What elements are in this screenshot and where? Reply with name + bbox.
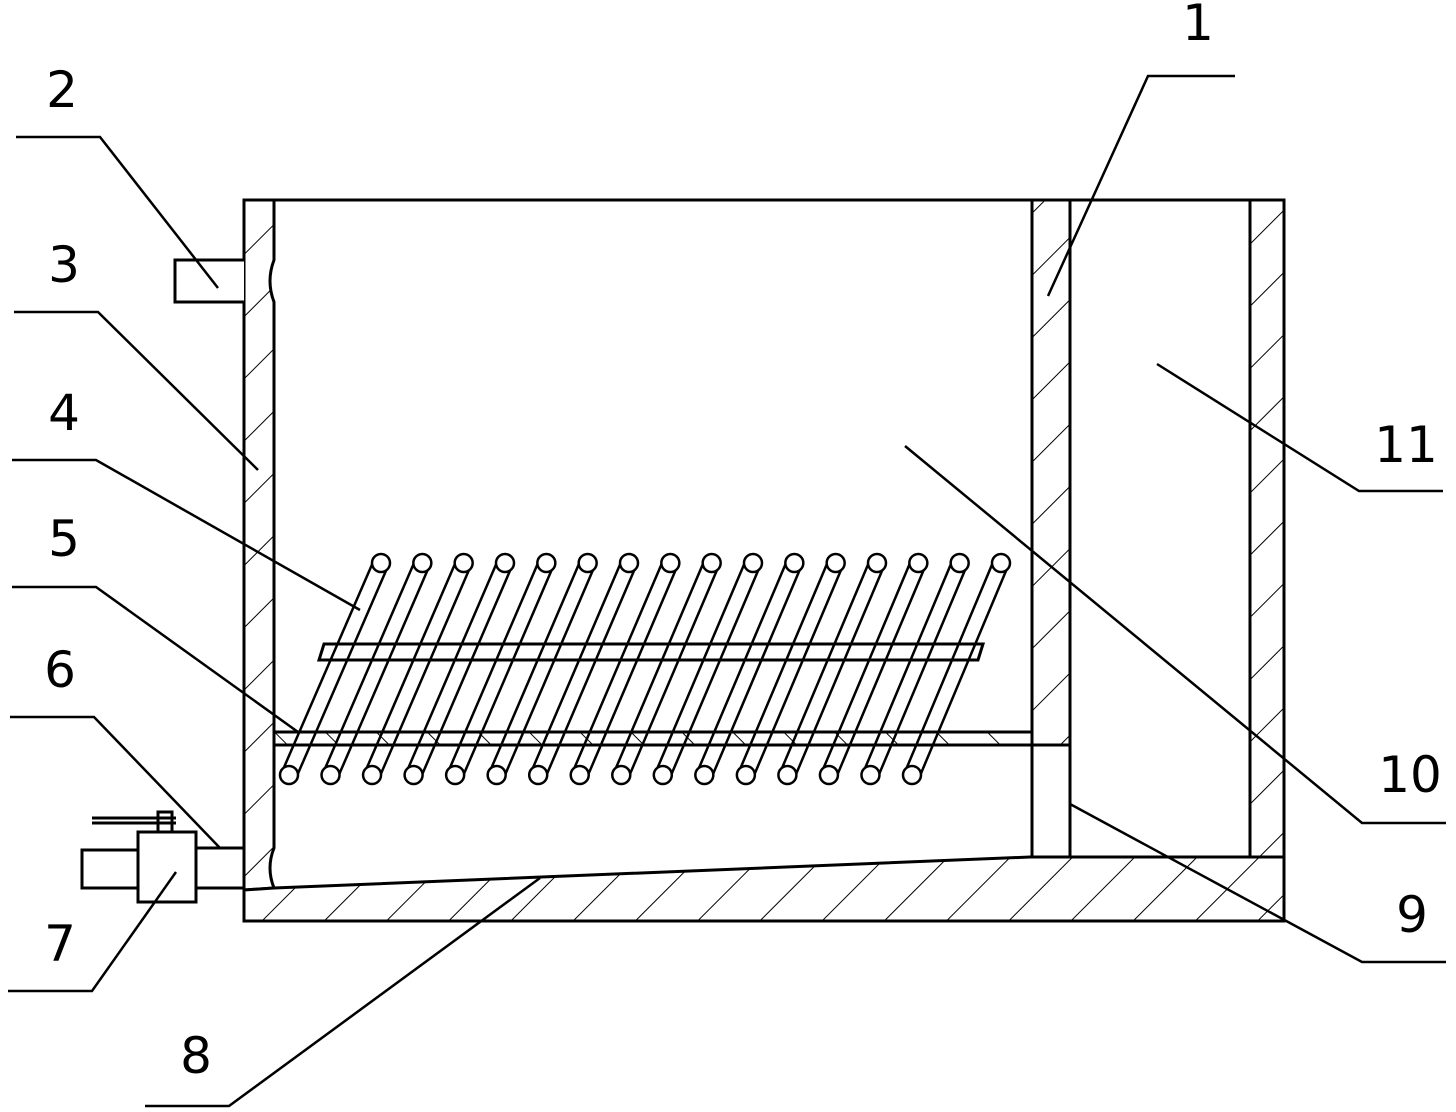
leader-4 [12,458,361,612]
label-11: 11 [1374,416,1438,474]
inlet-pipe [173,258,244,304]
inclined-tube [527,552,640,786]
leader-6 [10,715,221,849]
inclined-tube [278,552,392,786]
inclined-tube [735,552,846,786]
label-3: 3 [48,236,80,294]
sloped-floor [242,855,1286,923]
inclined-tube [320,552,433,786]
inclined-tube [901,552,1012,786]
inclined-tube [486,552,598,786]
partition-opening [1030,743,1072,859]
outlet-pipe [196,846,244,890]
partition-wall [1030,198,1072,747]
label-10: 10 [1378,746,1442,804]
label-4: 4 [48,384,80,442]
inclined-tube-bundle [278,552,1012,786]
left-wall [242,198,277,892]
label-7: 7 [44,915,76,973]
label-1: 1 [1182,0,1214,52]
leader-7 [8,871,178,993]
inclined-tube [652,552,764,786]
label-5: 5 [48,510,80,568]
leader-10 [904,445,1446,825]
inclined-tube [694,552,805,786]
inclined-tube [569,552,681,786]
inclined-tube [818,552,929,786]
label-2: 2 [46,61,78,119]
label-6: 6 [44,641,76,699]
label-9: 9 [1396,886,1428,944]
leader-11 [1156,362,1443,493]
inclined-tube [361,552,474,786]
inclined-tube [403,552,516,786]
valve-inlet [80,848,140,890]
leader-1 [1046,74,1235,297]
leader-5 [12,585,299,734]
number-labels: 1 2 3 4 5 6 7 8 9 10 11 [44,0,1442,1085]
leader-3 [14,310,259,471]
inclined-tube [860,552,970,786]
valve-body [136,830,198,904]
leader-9 [1069,802,1446,964]
leader-lines [8,74,1446,1108]
inclined-tube [444,552,557,786]
leader-2 [16,135,219,289]
right-wall [1248,198,1286,859]
label-8: 8 [180,1027,212,1085]
inclined-tube [777,552,888,786]
leader-8 [145,876,541,1108]
tube-tie-bar [316,642,986,662]
inclined-tube [611,552,722,786]
tank-outer-shell [242,198,1286,923]
